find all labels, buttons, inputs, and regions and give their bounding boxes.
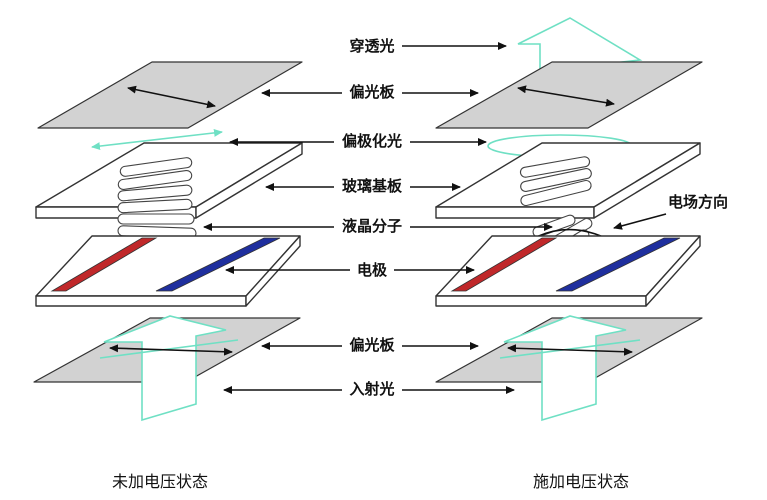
label-glass-substrate: 玻璃基板 (342, 177, 403, 195)
label-incident-light: 入射光 (349, 380, 394, 398)
label-lc-molecule: 液晶分子 (342, 217, 402, 235)
caption-no-voltage: 未加电压状态 (112, 472, 208, 491)
right-blue-electrode (555, 237, 681, 292)
right-top-polarizer (435, 61, 703, 129)
label-polarized-light: 偏极化光 (342, 132, 402, 150)
right-red-electrode (450, 237, 558, 292)
left-bottom-glass (35, 235, 301, 307)
label-field-direction: 电场方向 (668, 193, 728, 211)
label-polarizer-bottom: 偏光板 (349, 336, 395, 354)
left-top-polarizer-axis-arrow (127, 85, 216, 109)
pointer-field-direction (613, 213, 667, 230)
right-stack (435, 17, 703, 422)
caption-voltage-on: 施加电压状态 (533, 472, 629, 491)
left-stack (33, 61, 303, 422)
left-red-electrode (50, 237, 158, 292)
left-incident-light-beam (103, 315, 227, 422)
center-labels: 穿透光 偏光板 偏极化光 玻璃基板 液晶分子 电极 偏光板 入射光 电场方向 (203, 37, 728, 398)
right-bottom-glass (435, 235, 701, 307)
left-top-polarizer (37, 61, 303, 129)
label-transmitted-light: 穿透光 (349, 37, 394, 55)
label-electrode: 电极 (357, 261, 388, 279)
left-blue-electrode (155, 237, 281, 292)
right-top-polarizer-axis-arrow (517, 85, 615, 107)
right-bottom-polarizer-axis-arrow (507, 344, 633, 356)
label-polarizer-top: 偏光板 (349, 83, 395, 101)
left-bottom-polarizer-axis-arrow (109, 344, 233, 356)
left-polarized-light-arrow (91, 128, 223, 151)
right-incident-light-beam (503, 315, 627, 422)
